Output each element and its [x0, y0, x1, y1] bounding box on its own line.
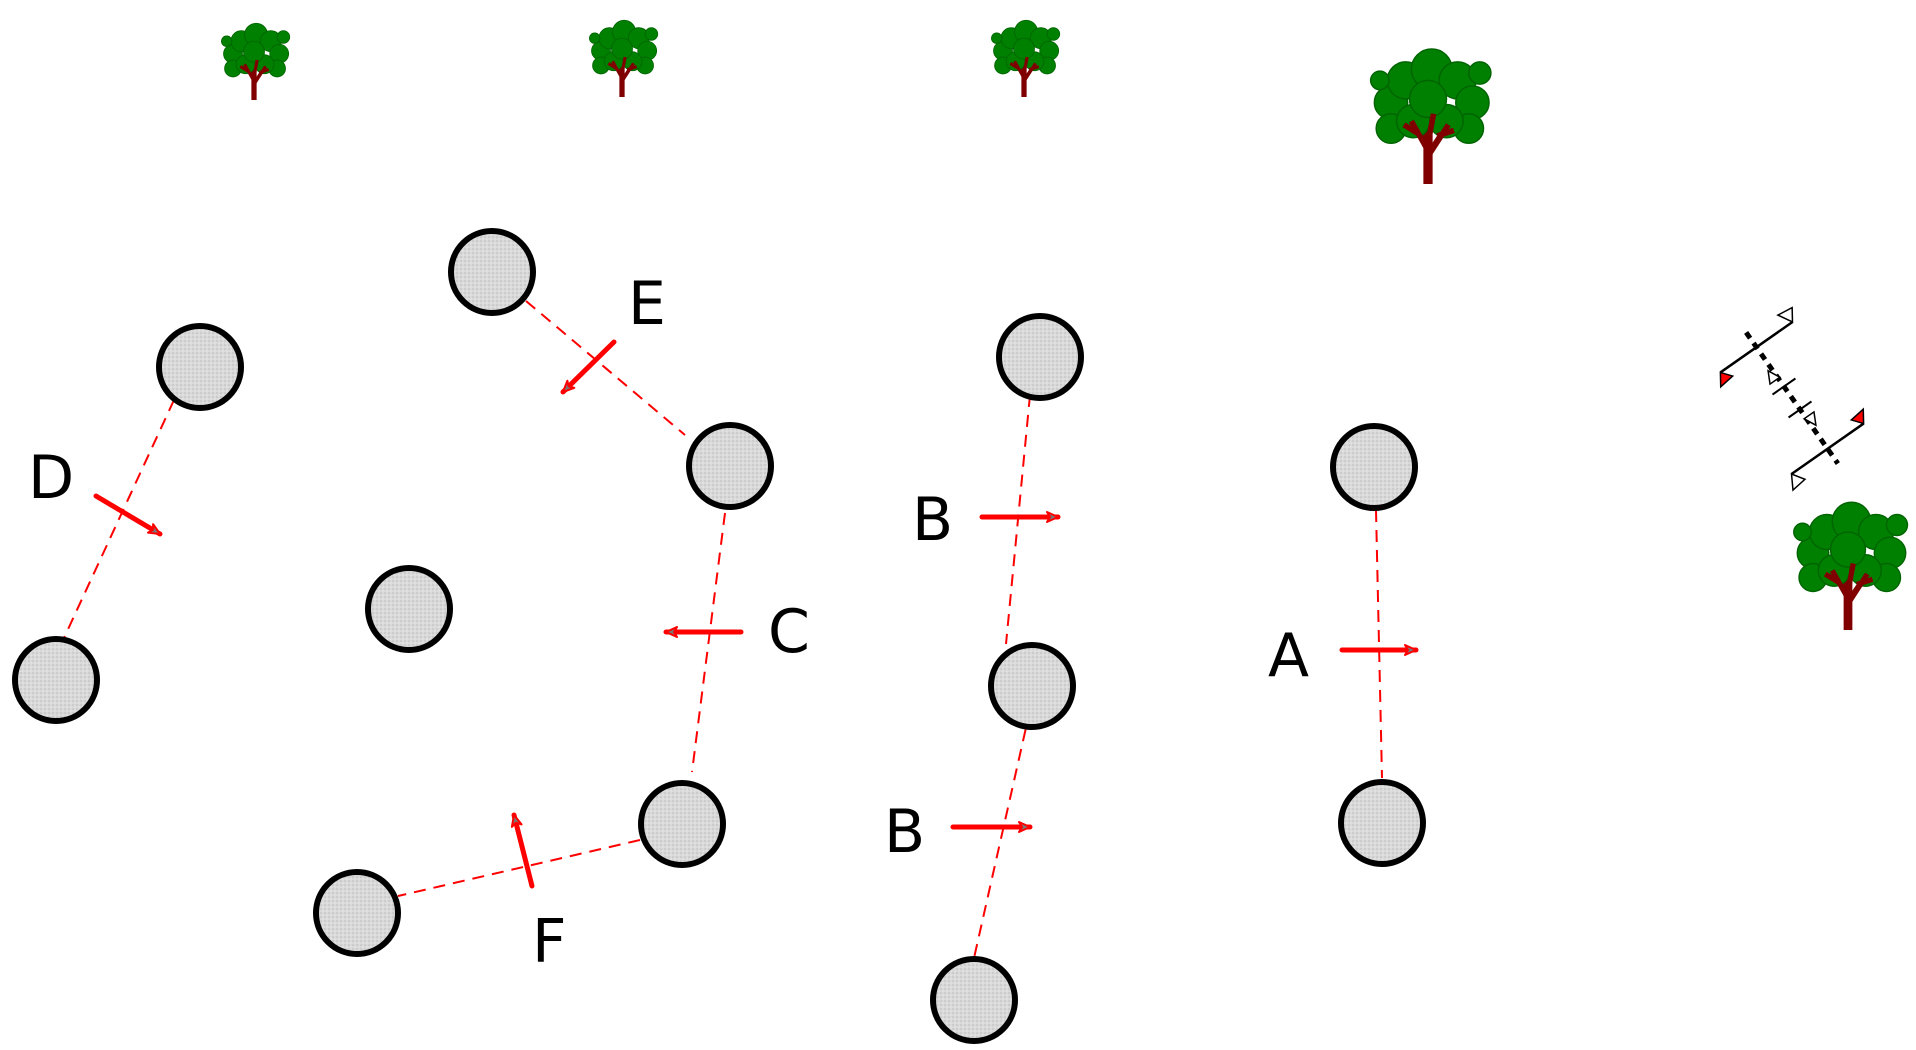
- tree-icon: [221, 23, 289, 100]
- label-d: D: [28, 443, 74, 513]
- link-e: [525, 300, 686, 436]
- node: [1338, 779, 1426, 867]
- arrow-d: [93, 493, 163, 537]
- node: [638, 780, 726, 868]
- node: [313, 869, 401, 957]
- tree-icon: [991, 20, 1059, 97]
- label-b-upper: B: [912, 485, 953, 555]
- node: [365, 565, 453, 653]
- tree-icon: [1371, 49, 1491, 184]
- node: [12, 636, 100, 724]
- tree-icon: [1794, 502, 1908, 630]
- node: [448, 228, 536, 316]
- arrow-e: [560, 339, 617, 395]
- label-f: F: [532, 907, 567, 977]
- node: [156, 323, 244, 411]
- link-b-lower: [973, 709, 1031, 959]
- link-c: [691, 512, 726, 773]
- arrow-f: [510, 812, 535, 889]
- link-a: [1375, 509, 1383, 779]
- node: [1330, 423, 1418, 511]
- label-e: E: [628, 269, 666, 339]
- node: [988, 642, 1076, 730]
- link-f: [397, 839, 641, 897]
- link-d: [63, 399, 175, 639]
- node: [686, 422, 774, 510]
- label-b-lower: B: [884, 797, 925, 867]
- label-c: C: [768, 597, 810, 667]
- tree-icon: [589, 20, 657, 97]
- wind-direction-icon: [1719, 306, 1865, 492]
- node: [930, 956, 1018, 1044]
- node: [996, 313, 1084, 401]
- label-a: A: [1268, 621, 1309, 691]
